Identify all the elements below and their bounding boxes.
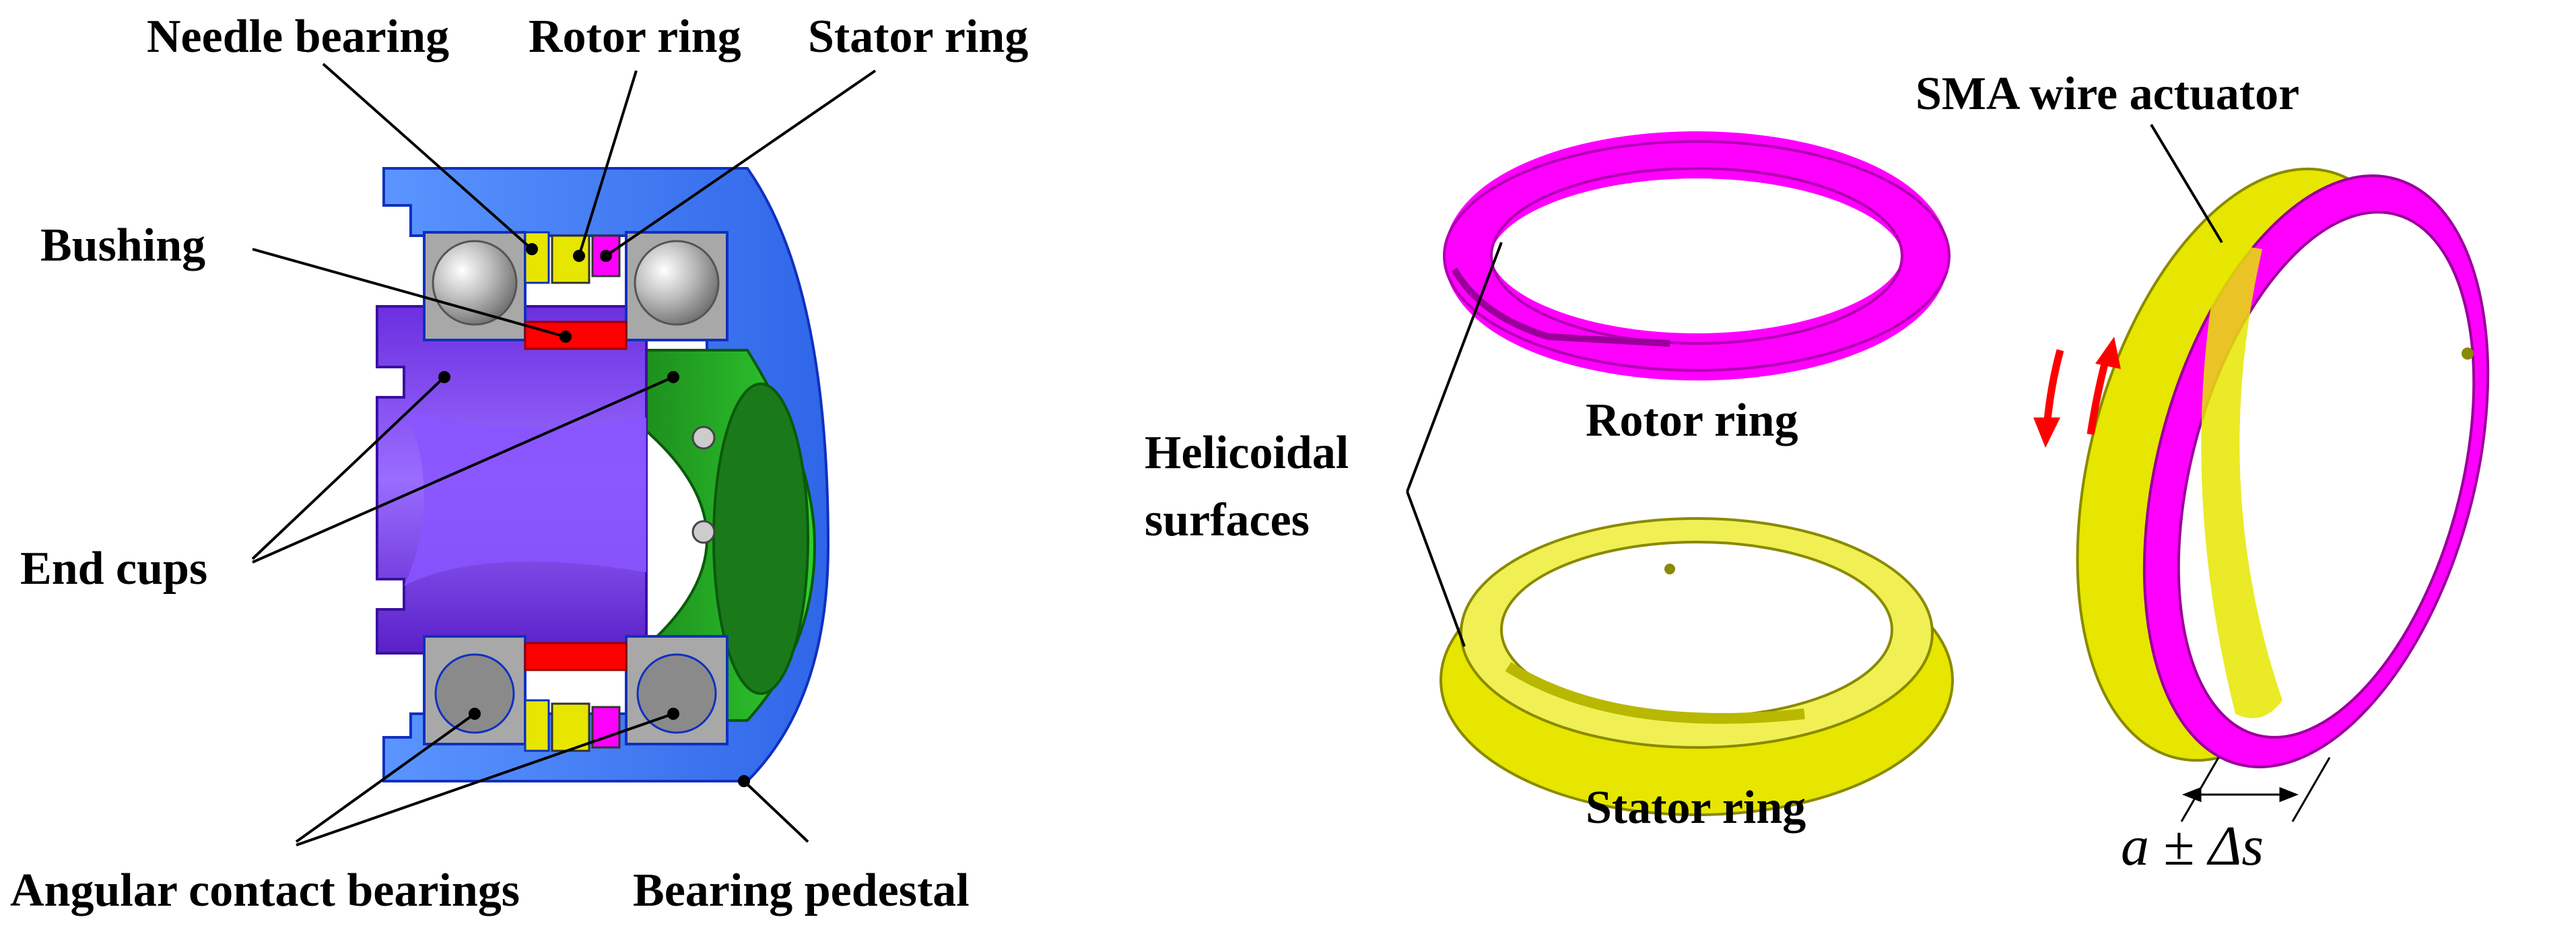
leader-angular-2 bbox=[296, 712, 674, 846]
helicoidal-leaders bbox=[1406, 242, 1503, 647]
upper-right-ball bbox=[634, 240, 720, 326]
label-stator-ring-mid: Stator ring bbox=[1586, 782, 1806, 834]
leader-helicoidal-up bbox=[1406, 242, 1503, 492]
label-helicoidal-2: surfaces bbox=[1145, 494, 1310, 546]
leader-end-cups-2 bbox=[252, 376, 674, 564]
leader-sma bbox=[2150, 123, 2223, 244]
leader-needle-bearing bbox=[322, 63, 533, 250]
screw-1 bbox=[691, 426, 716, 450]
leader-bearing-pedestal bbox=[743, 780, 809, 843]
lower-red-bushing bbox=[524, 642, 628, 671]
label-bearing-pedestal: Bearing pedestal bbox=[633, 865, 970, 916]
label-helicoidal-1: Helicoidal bbox=[1145, 427, 1349, 479]
label-end-cups: End cups bbox=[20, 543, 208, 595]
cross-section-assembly bbox=[376, 167, 830, 782]
leader-stator-ring-top bbox=[605, 69, 877, 257]
gap-dimension bbox=[2180, 757, 2331, 822]
upper-needle-bearing bbox=[524, 231, 550, 284]
label-needle-bearing: Needle bearing bbox=[147, 11, 450, 63]
label-sma-wire-actuator: SMA wire actuator bbox=[1916, 68, 2300, 120]
leader-bushing bbox=[252, 248, 566, 338]
label-bushing: Bushing bbox=[40, 220, 206, 271]
leader-rotor-ring-top bbox=[578, 70, 638, 257]
screw-2 bbox=[691, 520, 716, 544]
rotor-ring-part bbox=[1443, 131, 1951, 380]
label-gap-formula: a ± Δs bbox=[2121, 815, 2264, 877]
label-rotor-ring-top: Rotor ring bbox=[529, 11, 741, 63]
label-stator-ring-top: Stator ring bbox=[808, 11, 1029, 63]
inner-yellow-band bbox=[2201, 242, 2282, 718]
purple-bore bbox=[404, 404, 646, 586]
lower-left-ball bbox=[434, 653, 515, 734]
label-angular-contact-bearings: Angular contact bearings bbox=[10, 865, 520, 916]
leader-helicoidal-down bbox=[1406, 491, 1466, 647]
lower-needle-bearing bbox=[524, 699, 550, 752]
assembled-rings bbox=[2076, 167, 2490, 768]
left-leader-dots bbox=[438, 243, 750, 787]
green-inner-bore bbox=[712, 382, 809, 695]
upper-red-bushing bbox=[524, 321, 628, 350]
arrow-down bbox=[2043, 349, 2064, 428]
label-rotor-ring-mid: Rotor ring bbox=[1586, 395, 1798, 446]
stator-ring-part bbox=[1439, 517, 1954, 816]
upper-left-ball bbox=[432, 240, 518, 326]
leader-angular-1 bbox=[295, 712, 476, 843]
lower-right-ball bbox=[636, 653, 717, 734]
leader-end-cups-1 bbox=[251, 376, 446, 560]
rotation-arrows bbox=[2033, 337, 2121, 448]
left-leader-lines bbox=[251, 63, 877, 846]
